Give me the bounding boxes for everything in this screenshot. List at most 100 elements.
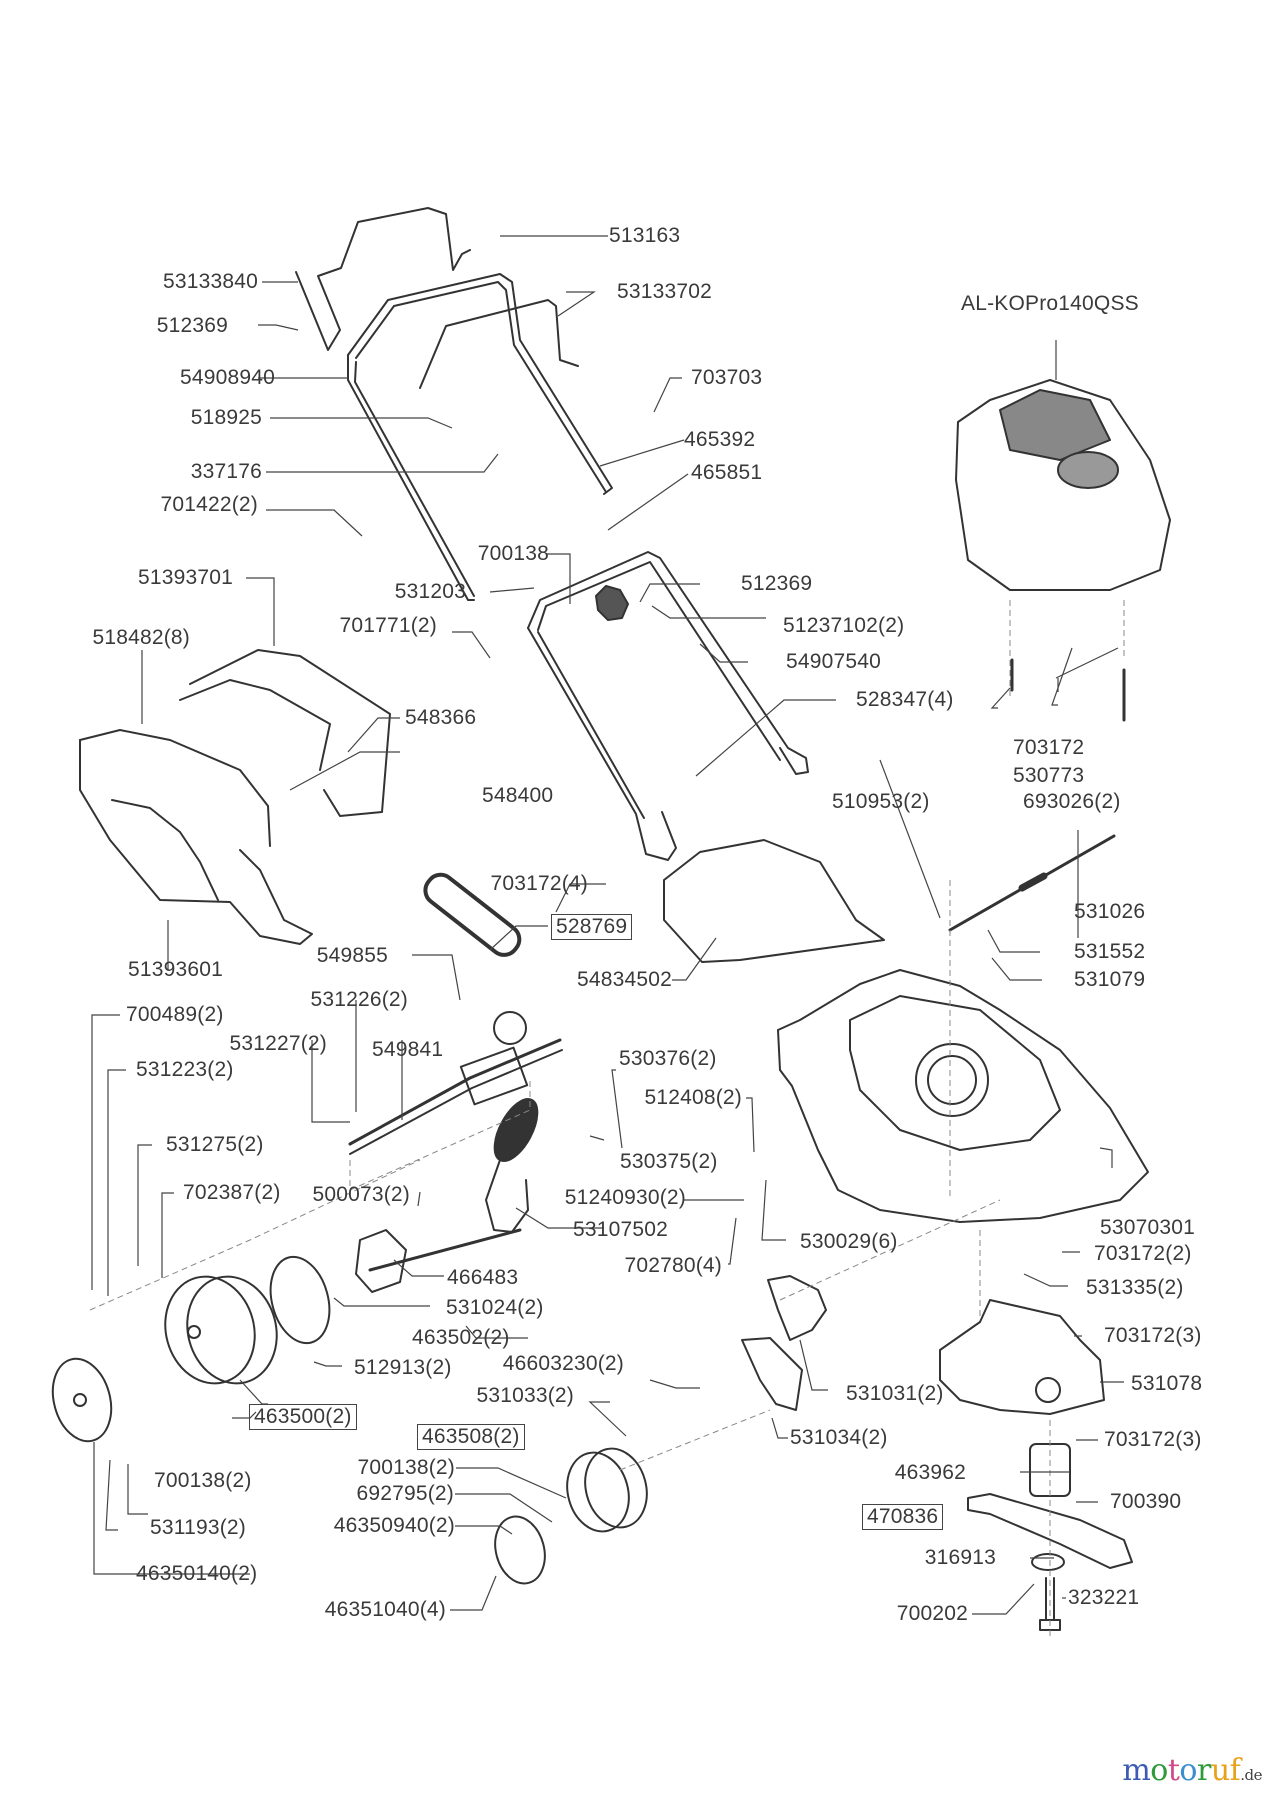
- part-label-531203[interactable]: 531203: [394, 580, 466, 603]
- part-label-700390[interactable]: 700390: [1110, 1490, 1182, 1513]
- logo-letter: f: [1229, 1753, 1241, 1788]
- part-label-703172-4[interactable]: 703172(4): [490, 872, 588, 895]
- logo-letter: t: [1167, 1753, 1180, 1788]
- part-label-51237102[interactable]: 51237102(2): [783, 614, 905, 637]
- rear-flap: [663, 839, 885, 963]
- part-label-518925[interactable]: 518925: [190, 406, 262, 429]
- engine-model-label: AL-KOPro140QSS: [961, 292, 1139, 315]
- part-label-703172-3-upper[interactable]: 703172(3): [1104, 1324, 1202, 1347]
- cutter-deck: [777, 969, 1149, 1223]
- part-label-512369-top[interactable]: 512369: [156, 314, 228, 337]
- part-label-703703[interactable]: 703703: [691, 366, 763, 389]
- part-label-702780[interactable]: 702780(4): [624, 1254, 722, 1277]
- logo-letter: m: [1122, 1753, 1151, 1788]
- part-label-323221[interactable]: 323221: [1068, 1586, 1140, 1609]
- part-label-512913[interactable]: 512913(2): [354, 1356, 452, 1379]
- part-label-531226[interactable]: 531226(2): [310, 988, 408, 1011]
- part-label-700138-mid[interactable]: 700138(2): [357, 1456, 455, 1479]
- part-label-337176[interactable]: 337176: [190, 460, 262, 483]
- part-label-470836[interactable]: 470836: [862, 1504, 944, 1530]
- axle-plate: [355, 1229, 407, 1293]
- part-label-701422[interactable]: 701422(2): [160, 493, 258, 516]
- logo-letter: o: [1150, 1753, 1168, 1788]
- knob: [595, 585, 629, 621]
- hubcap-front: [494, 1515, 546, 1585]
- part-label-463962[interactable]: 463962: [894, 1461, 966, 1484]
- part-label-531335[interactable]: 531335(2): [1086, 1276, 1184, 1299]
- wheel-cover-disc: [269, 1255, 331, 1345]
- part-label-510953[interactable]: 510953(2): [832, 790, 930, 813]
- part-label-700138-top[interactable]: 700138: [477, 542, 549, 565]
- part-label-531552[interactable]: 531552: [1074, 940, 1146, 963]
- part-label-518482[interactable]: 518482(8): [92, 626, 190, 649]
- drive-belt: [423, 872, 522, 957]
- part-label-531026[interactable]: 531026: [1074, 900, 1146, 923]
- hubcap-rear: [51, 1357, 113, 1443]
- part-label-531227[interactable]: 531227(2): [229, 1032, 327, 1055]
- logo-letter: r: [1196, 1753, 1211, 1788]
- part-label-530376[interactable]: 530376(2): [619, 1047, 717, 1070]
- grass-bag-top: [189, 649, 391, 817]
- logo-suffix: .de: [1240, 1766, 1262, 1784]
- part-label-548400[interactable]: 548400: [482, 784, 554, 807]
- part-label-700202[interactable]: 700202: [896, 1602, 968, 1625]
- axle-bracket: [741, 1337, 803, 1411]
- part-label-549855[interactable]: 549855: [316, 944, 388, 967]
- part-label-463502[interactable]: 463502(2): [412, 1326, 510, 1349]
- part-label-51393701[interactable]: 51393701: [137, 566, 233, 589]
- part-label-512369-lower[interactable]: 512369: [741, 572, 813, 595]
- rear-axle: [368, 1228, 522, 1272]
- part-label-531031[interactable]: 531031(2): [846, 1382, 944, 1405]
- part-label-51393601[interactable]: 51393601: [127, 958, 223, 981]
- upper-handle-bar: [295, 207, 471, 351]
- part-label-531193[interactable]: 531193(2): [150, 1516, 246, 1539]
- part-label-531078[interactable]: 531078: [1131, 1372, 1203, 1395]
- part-label-703172-engine[interactable]: 703172: [1013, 736, 1085, 759]
- part-label-465392[interactable]: 465392: [684, 428, 756, 451]
- part-label-500073[interactable]: 500073(2): [312, 1183, 410, 1206]
- part-label-528347[interactable]: 528347(4): [856, 688, 954, 711]
- part-label-531033[interactable]: 531033(2): [476, 1384, 574, 1407]
- part-label-531079[interactable]: 531079: [1074, 968, 1146, 991]
- part-label-53070301[interactable]: 53070301: [1100, 1216, 1196, 1239]
- part-label-53107502[interactable]: 53107502: [573, 1218, 669, 1241]
- part-label-528769[interactable]: 528769: [551, 914, 633, 940]
- part-label-465851[interactable]: 465851: [691, 461, 763, 484]
- part-label-549841[interactable]: 549841: [372, 1038, 444, 1061]
- part-label-700138-lower[interactable]: 700138(2): [154, 1469, 252, 1492]
- part-label-46350140[interactable]: 46350140(2): [136, 1562, 258, 1585]
- part-label-702387[interactable]: 702387(2): [183, 1181, 281, 1204]
- part-label-54834502[interactable]: 54834502: [576, 968, 672, 991]
- part-label-46350940[interactable]: 46350940(2): [333, 1514, 455, 1537]
- part-label-51240930[interactable]: 51240930(2): [564, 1186, 686, 1209]
- part-label-530773[interactable]: 530773: [1013, 764, 1085, 787]
- part-label-531024[interactable]: 531024(2): [446, 1296, 544, 1319]
- part-label-463500[interactable]: 463500(2): [249, 1404, 357, 1430]
- part-label-703172-3-lower[interactable]: 703172(3): [1104, 1428, 1202, 1451]
- part-label-700489[interactable]: 700489(2): [126, 1003, 224, 1026]
- part-label-463508[interactable]: 463508(2): [417, 1424, 525, 1450]
- front-wheel: [566, 1451, 630, 1533]
- part-label-703172-2[interactable]: 703172(2): [1094, 1242, 1192, 1265]
- part-label-466483[interactable]: 466483: [447, 1266, 519, 1289]
- motoruf-logo: motoruf.de: [1122, 1753, 1262, 1788]
- part-label-54908940[interactable]: 54908940: [179, 366, 275, 389]
- part-label-53133702[interactable]: 53133702: [617, 280, 713, 303]
- part-label-530375[interactable]: 530375(2): [620, 1150, 718, 1173]
- part-label-701771[interactable]: 701771(2): [339, 614, 437, 637]
- part-label-46351040[interactable]: 46351040(4): [324, 1598, 446, 1621]
- part-label-692795[interactable]: 692795(2): [356, 1482, 454, 1505]
- part-label-316913[interactable]: 316913: [924, 1546, 996, 1569]
- part-label-513163[interactable]: 513163: [609, 224, 681, 247]
- part-label-53133840[interactable]: 53133840: [162, 270, 258, 293]
- part-label-531223[interactable]: 531223(2): [136, 1058, 234, 1081]
- part-label-531275[interactable]: 531275(2): [166, 1133, 264, 1156]
- part-label-548366[interactable]: 548366: [405, 706, 477, 729]
- part-label-693026[interactable]: 693026(2): [1023, 790, 1121, 813]
- part-label-512408[interactable]: 512408(2): [644, 1086, 742, 1109]
- part-label-531034[interactable]: 531034(2): [790, 1426, 888, 1449]
- part-label-54907540[interactable]: 54907540: [786, 650, 882, 673]
- part-label-46603230[interactable]: 46603230(2): [502, 1352, 624, 1375]
- part-label-530029[interactable]: 530029(6): [800, 1230, 898, 1253]
